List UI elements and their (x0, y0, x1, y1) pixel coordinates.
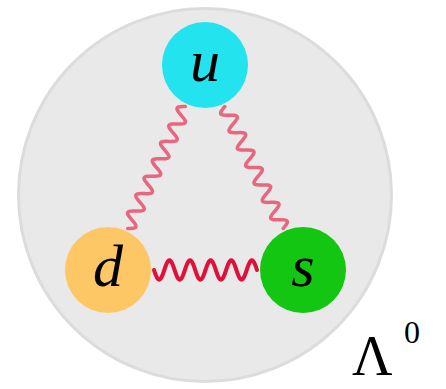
label-holder: Λ (352, 328, 393, 384)
label-holder: 0 (404, 316, 420, 348)
quark-symbol: s (291, 236, 314, 296)
quark-circle: s (260, 227, 346, 313)
quark-symbol: d (93, 236, 123, 296)
baryon-circle: udsΛ0 (17, 7, 393, 383)
gluon-line (154, 260, 257, 279)
charge-superscript: 0 (404, 314, 420, 350)
particle-symbol: Λ (352, 325, 393, 387)
gluon-line (128, 107, 186, 229)
gluon-line (221, 107, 288, 229)
quark-symbol: u (190, 31, 220, 91)
quark-circle: u (162, 22, 248, 108)
quark-circle: d (65, 227, 151, 313)
